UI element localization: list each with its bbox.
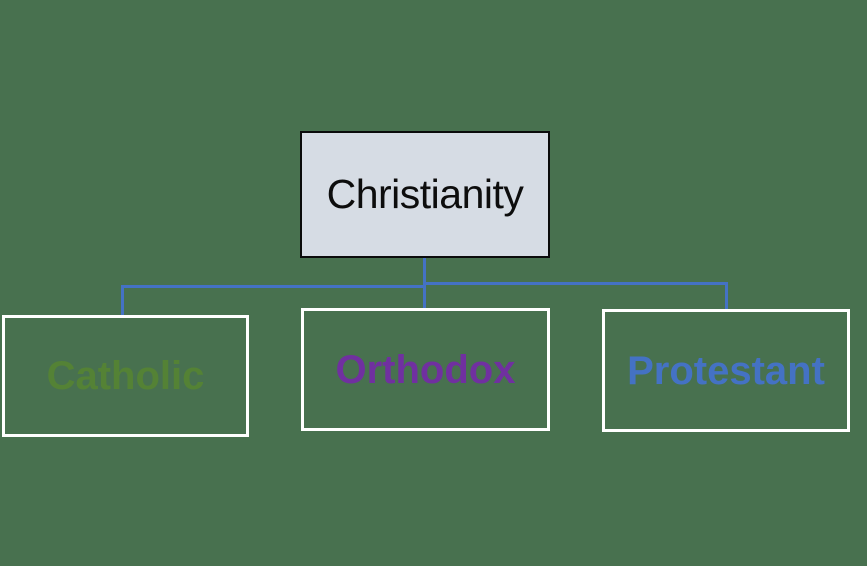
- child-node-orthodox: Orthodox: [301, 308, 550, 431]
- connector-horizontal-right: [423, 282, 728, 285]
- connector-vertical-left: [121, 285, 124, 315]
- connector-vertical-right: [725, 282, 728, 309]
- child-node-label-catholic: Catholic: [46, 354, 205, 398]
- child-node-label-orthodox: Orthodox: [335, 347, 516, 392]
- connector-horizontal-left: [121, 285, 426, 288]
- root-node-christianity: Christianity: [300, 131, 550, 258]
- root-node-label: Christianity: [326, 171, 524, 217]
- child-node-label-protestant: Protestant: [627, 348, 825, 393]
- child-node-catholic: Catholic: [2, 315, 249, 437]
- child-node-protestant: Protestant: [602, 309, 850, 432]
